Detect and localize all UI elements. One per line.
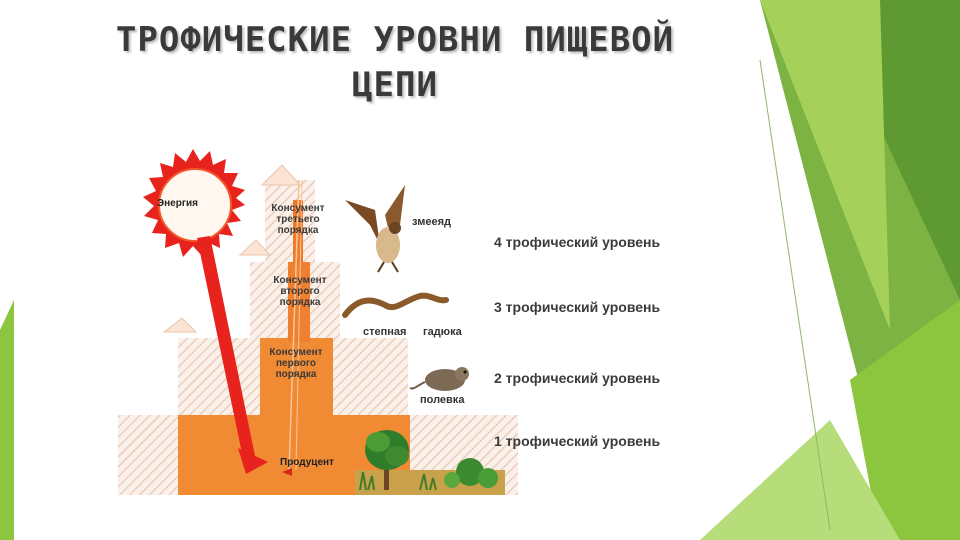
vole-icon [410, 367, 469, 391]
snake-label-1: степная [363, 326, 406, 338]
eagle-label: змееяд [412, 216, 451, 228]
vole-label: полевка [420, 394, 464, 406]
consumer-second-order-label: Консумент второго порядка [250, 275, 350, 308]
consumer-first-order-label: Консумент первого порядка [246, 347, 346, 380]
consumer-third-order-label: Консумент третьего порядка [248, 203, 348, 236]
trophic-level-4-label: 4 трофический уровень [494, 234, 660, 250]
consumer-third-line-2: третьего [248, 214, 348, 225]
loss-arrow-1 [164, 318, 196, 332]
consumer-first-line-3: порядка [246, 369, 346, 380]
consumer-third-line-3: порядка [248, 225, 348, 236]
consumer-first-line-1: Консумент [246, 347, 346, 358]
consumer-second-line-1: Консумент [250, 275, 350, 286]
energy-label: Энергия [157, 198, 198, 209]
snake-label-2: гадюка [423, 326, 462, 338]
loss-arrow-3 [262, 165, 300, 185]
trophic-level-3-label: 3 трофический уровень [494, 299, 660, 315]
trophic-level-1-label: 1 трофический уровень [494, 433, 660, 449]
trophic-level-2-label: 2 трофический уровень [494, 370, 660, 386]
consumer-second-line-3: порядка [250, 297, 350, 308]
snake-eagle-icon [345, 185, 405, 272]
steppe-viper-icon [345, 296, 446, 315]
consumer-first-line-2: первого [246, 358, 346, 369]
consumer-second-line-2: второго [250, 286, 350, 297]
consumer-third-line-1: Консумент [248, 203, 348, 214]
producer-label: Продуцент [280, 457, 334, 468]
